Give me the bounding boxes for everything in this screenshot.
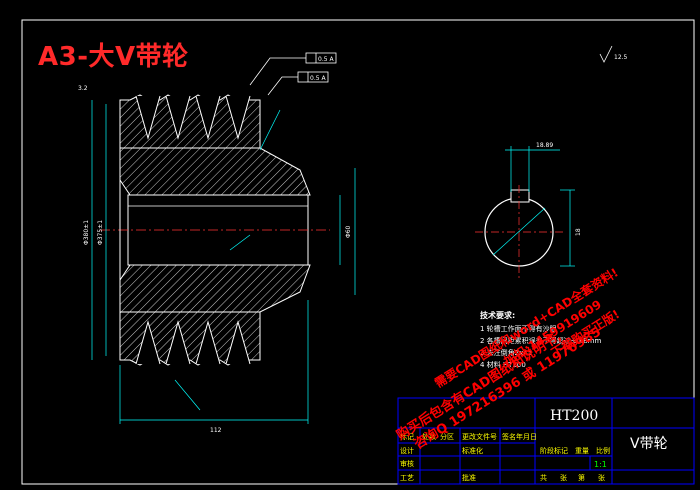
svg-text:设计: 设计 <box>400 446 414 455</box>
upper-grooves <box>135 95 251 140</box>
svg-text:审核: 审核 <box>400 459 414 468</box>
watermark: 购买后包含有CAD图纸和说明书, 咨询Q 197216396 或 1197098… <box>394 265 622 453</box>
svg-text:批准: 批准 <box>462 473 476 482</box>
scale-value: 1:1 <box>594 460 607 469</box>
dim-keyway-depth: 18 <box>575 228 582 236</box>
svg-text:重量: 重量 <box>575 447 589 455</box>
svg-text:比例: 比例 <box>596 446 610 455</box>
svg-text:共: 共 <box>540 473 547 482</box>
svg-text:张: 张 <box>560 473 567 482</box>
drawing-frame <box>21 19 695 485</box>
title-block <box>397 397 695 485</box>
tech-line-4: 4 材料 HT200 <box>480 360 526 369</box>
keyway-dimensions <box>505 146 575 267</box>
tolerance-box-2: 0.5 A <box>310 75 326 82</box>
svg-text:标准化: 标准化 <box>462 446 483 455</box>
tolerance-frames <box>249 52 337 96</box>
lower-grooves <box>135 320 251 365</box>
roughness-main: 12.5 <box>614 54 628 61</box>
svg-text:分区: 分区 <box>440 432 454 441</box>
upper-web <box>119 147 311 196</box>
svg-text:更改文件号: 更改文件号 <box>462 432 497 441</box>
roughness-symbol <box>599 45 613 63</box>
svg-text:处数: 处数 <box>422 432 436 441</box>
hub-end-view <box>475 185 565 278</box>
title-block-labels: 标记 处数 分区 更改文件号 签名 年月日 设计 标准化 阶段标记 重量 比例 … <box>400 432 610 482</box>
dim-keyway-width: 18.89 <box>536 142 553 149</box>
tech-heading: 技术要求: <box>480 310 515 320</box>
tech-line-1: 1 轮槽工作面不得有沙眼 <box>480 324 557 333</box>
svg-text:阶段标记: 阶段标记 <box>540 446 568 455</box>
tech-requirements: 技术要求: 1 轮槽工作面不得有沙眼 2 各槽间距累积误差不得超过±0.8mm … <box>480 310 601 369</box>
dim-bore-height: Φ60 <box>345 225 352 238</box>
tech-line-2: 2 各槽间距累积误差不得超过±0.8mm <box>480 336 601 345</box>
keyway <box>510 189 530 203</box>
drawing-title: A3-大V带轮 <box>38 42 189 72</box>
svg-text:工艺: 工艺 <box>400 474 414 482</box>
svg-text:标记: 标记 <box>400 432 414 441</box>
dim-pitch-diameter: Φ375±1 <box>97 220 104 245</box>
svg-text:签名: 签名 <box>502 432 516 441</box>
svg-text:张: 张 <box>598 473 605 482</box>
svg-text:第: 第 <box>578 473 585 482</box>
pulley-section-view <box>100 94 330 366</box>
svg-text:年月日: 年月日 <box>516 432 537 441</box>
tech-line-3: 3 未注倒角2x45 <box>480 348 532 357</box>
main-view-dimensions <box>91 100 356 424</box>
dim-bottom-width: 112 <box>210 427 222 434</box>
lower-web <box>119 264 311 313</box>
part-name: V带轮 <box>630 436 668 452</box>
dim-outer-diameter: Φ380±1 <box>83 220 90 245</box>
material-text: HT200 <box>550 408 598 424</box>
tolerance-box-1: 0.5 A <box>318 56 334 63</box>
roughness-side: 3.2 <box>78 85 88 92</box>
